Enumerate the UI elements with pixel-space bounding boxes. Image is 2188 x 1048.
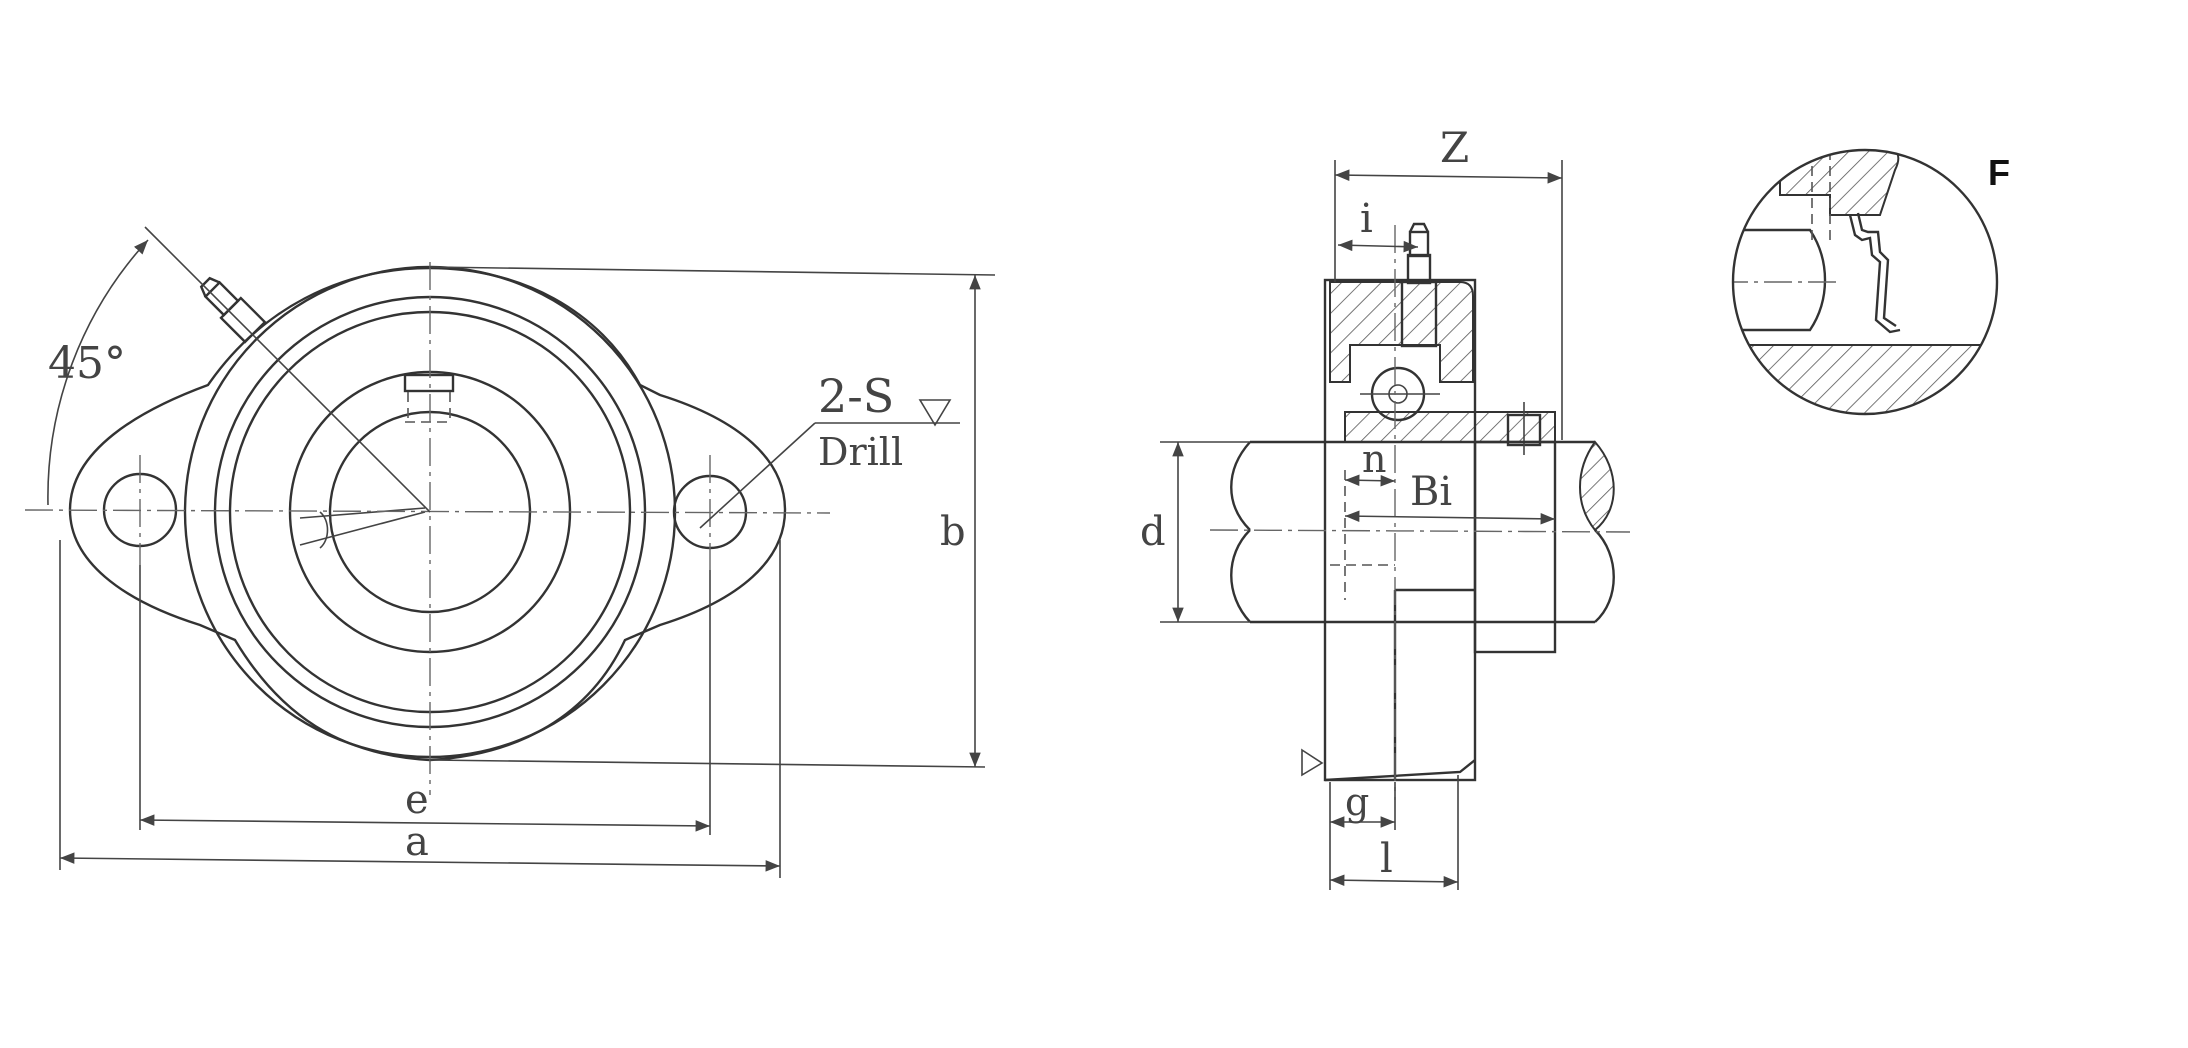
set-screw <box>403 373 455 393</box>
drill-label: Drill <box>818 430 903 474</box>
dim-e-label: e <box>405 777 429 823</box>
dim-d-label: d <box>1140 509 1166 555</box>
machined-surface-icon <box>918 399 952 427</box>
dim-bi-label: Bi <box>1410 469 1452 515</box>
detail-f-view: F <box>1731 148 2010 416</box>
dim-g-label: g <box>1345 780 1369 824</box>
side-view: Z i n Bi d g l <box>1140 123 1631 890</box>
front-view: 45° 2-S Drill b e a <box>24 226 996 878</box>
angle-label: 45° <box>48 338 126 389</box>
dim-n-label: n <box>1362 437 1386 481</box>
detail-f-label: F <box>1988 152 2010 193</box>
inner-ring-extension <box>1473 440 1557 654</box>
dim-z-label: Z <box>1440 123 1469 172</box>
dim-a-label: a <box>405 819 429 865</box>
grease-nipple <box>199 276 267 344</box>
flange-outline <box>68 266 787 762</box>
holes-label: 2-S <box>818 369 894 423</box>
dim-l-label: l <box>1380 836 1393 882</box>
dim-b-label: b <box>940 509 966 555</box>
shaft <box>1230 440 1595 624</box>
detail-circle <box>1731 148 1999 416</box>
dim-i-label: i <box>1360 196 1373 242</box>
surface-marker-icon <box>1301 748 1324 777</box>
